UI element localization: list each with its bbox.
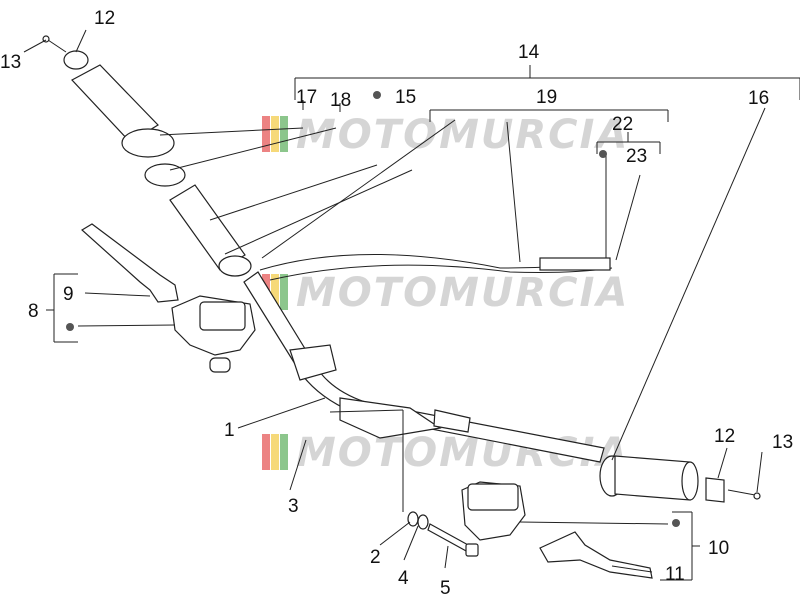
throttle-cables: [259, 254, 613, 281]
callout-16: 16: [748, 88, 769, 109]
callout-13-right: 13: [772, 432, 793, 453]
callout-12-right: 12: [714, 426, 735, 447]
left-bar-end-bolt: [42, 35, 67, 53]
bullet-markers: [66, 91, 680, 527]
callout-3: 3: [288, 496, 299, 517]
callout-23: 23: [626, 146, 647, 167]
bullet-15: [373, 91, 381, 99]
callout-1: 1: [224, 420, 235, 441]
callout-4: 4: [398, 568, 409, 589]
right-bar-end-bolt: [727, 489, 761, 500]
watermark-text: MOTOMURCIA: [296, 112, 629, 158]
callout-22: 22: [612, 114, 633, 135]
washer-4: [417, 514, 429, 530]
watermark-stripes-icon: [262, 116, 288, 152]
right-brake-lever: [539, 531, 653, 579]
callout-11: 11: [665, 564, 685, 585]
callout-9: 9: [63, 284, 74, 305]
leader-lines: [23, 29, 800, 581]
callout-2: 2: [370, 547, 381, 568]
callout-labels: 12 13 14 17 18 15 19 16 22 23 9 8 1 12 1…: [0, 8, 793, 599]
bullet-22: [599, 150, 607, 158]
left-master-cylinder: [171, 295, 256, 373]
bullet-8: [66, 323, 74, 331]
callout-14: 14: [518, 42, 540, 63]
callout-19: 19: [536, 87, 557, 108]
callout-5: 5: [440, 578, 451, 599]
right-master-cylinder: [461, 481, 526, 541]
watermark-text: MOTOMURCIA: [296, 270, 629, 316]
callout-15: 15: [395, 87, 416, 108]
callout-17: 17: [296, 87, 317, 108]
callout-18: 18: [330, 90, 351, 111]
washer-2: [407, 511, 419, 527]
watermark-top: MOTOMURCIA: [262, 112, 629, 158]
right-grip: [599, 455, 725, 503]
watermark-stripes-icon: [262, 434, 288, 470]
left-brake-lever: [80, 223, 179, 303]
watermark-middle: MOTOMURCIA: [262, 270, 629, 316]
bolt-5: [427, 523, 479, 557]
handlebar-tube: [243, 271, 605, 463]
left-grip: [63, 50, 252, 277]
bullet-10: [672, 519, 680, 527]
callout-10: 10: [708, 538, 729, 559]
callout-13-left: 13: [0, 52, 21, 73]
callout-8: 8: [28, 301, 39, 322]
callout-12-left: 12: [94, 8, 115, 29]
